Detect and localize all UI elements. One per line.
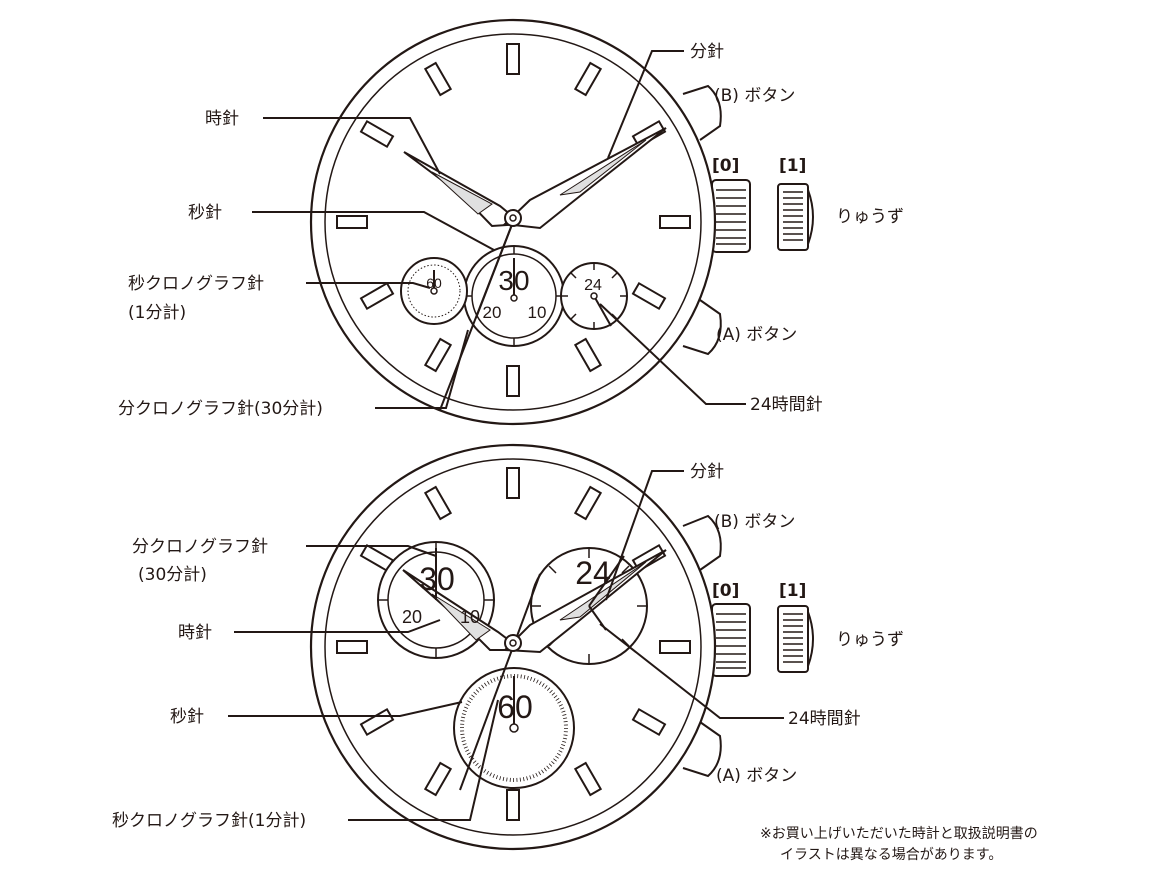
- top-crown-pos0: [711, 179, 751, 253]
- top-a-pusher: [682, 299, 722, 356]
- top-bezel: [324, 33, 702, 411]
- top-dial-10: 10: [528, 303, 547, 322]
- bottom-label-crown: りゅうず: [836, 630, 904, 650]
- top-dial-numbers: 30 20 10 60 24: [426, 265, 602, 322]
- top-label-pos1: [1]: [779, 156, 806, 176]
- top-24h-hand: [593, 295, 612, 327]
- bottom-watch: [309, 443, 814, 851]
- bottom-a-pusher: [682, 721, 722, 778]
- bottom-bezel: [324, 458, 702, 836]
- bottom-label-second-hand: 秒針: [170, 707, 204, 727]
- top-label-second-hand: 秒針: [188, 203, 222, 223]
- bottom-dial-10: 10: [460, 607, 480, 627]
- bottom-dial-20: 20: [402, 607, 422, 627]
- bottom-label-pos0: [0]: [712, 581, 739, 601]
- bottom-label-hour-hand: 時針: [178, 623, 212, 643]
- top-dial-30: 30: [498, 265, 529, 296]
- bottom-dial-30: 30: [419, 561, 455, 597]
- top-b-pusher: [682, 84, 722, 141]
- bottom-labels: 分針 (B) ボタン 分クロノグラフ針 (30分計) [0] [1] りゅうず …: [112, 462, 904, 831]
- top-label-chrono-sec-1: 秒クロノグラフ針: [128, 274, 264, 294]
- top-labels: 分針 (B) ボタン 時針 [0] [1] りゅうず 秒針 秒クロノグラフ針 (…: [118, 42, 904, 419]
- bottom-b-pusher: [682, 514, 722, 571]
- bottom-label-minute-hand: 分針: [690, 462, 724, 482]
- top-label-b-button: (B) ボタン: [714, 86, 795, 106]
- disclaimer-note: ※お買い上げいただいた時計と取扱説明書の イラストは異なる場合があります。: [760, 824, 1150, 866]
- bottom-crown-pos0: [711, 603, 751, 677]
- top-label-pos0: [0]: [712, 156, 739, 176]
- top-watch: [309, 18, 814, 426]
- disclaimer-line-1: ※お買い上げいただいた時計と取扱説明書の: [760, 826, 1038, 842]
- bottom-label-chrono-min-1: 分クロノグラフ針: [132, 537, 268, 557]
- bottom-crown-pos1: [777, 605, 814, 673]
- top-label-chrono-sec-2: (1分計): [128, 303, 186, 323]
- top-label-a-button: (A) ボタン: [716, 325, 797, 345]
- disclaimer-line-2: イラストは異なる場合があります。: [780, 847, 1003, 863]
- bottom-label-chrono-min-2: (30分計): [138, 565, 207, 585]
- top-label-minute-hand: 分針: [690, 42, 724, 62]
- top-dial-20: 20: [483, 303, 502, 322]
- bottom-dial-60: 60: [497, 689, 533, 725]
- bottom-label-a-button: (A) ボタン: [716, 766, 797, 786]
- top-dial-60: 60: [426, 275, 442, 291]
- bottom-dial-numbers: 30 20 10 24 60: [402, 555, 611, 725]
- bottom-label-b-button: (B) ボタン: [714, 512, 795, 532]
- bottom-second-hand: [459, 646, 514, 791]
- bottom-dial-24: 24: [575, 555, 611, 591]
- top-crown-pos1: [777, 183, 814, 251]
- top-label-hour-hand: 時針: [205, 109, 239, 129]
- bottom-leaders: [228, 470, 784, 821]
- top-label-24h-hand: 24時間針: [750, 395, 823, 415]
- top-label-chrono-min: 分クロノグラフ針(30分計): [118, 399, 323, 419]
- top-leaders: [252, 50, 746, 409]
- bottom-label-chrono-sec: 秒クロノグラフ針(1分計): [112, 811, 306, 831]
- top-dial-24: 24: [584, 277, 602, 294]
- bottom-label-24h-hand: 24時間針: [788, 709, 861, 729]
- top-label-crown: りゅうず: [836, 207, 904, 227]
- top-hour-markers: [336, 43, 691, 397]
- bottom-label-pos1: [1]: [779, 581, 806, 601]
